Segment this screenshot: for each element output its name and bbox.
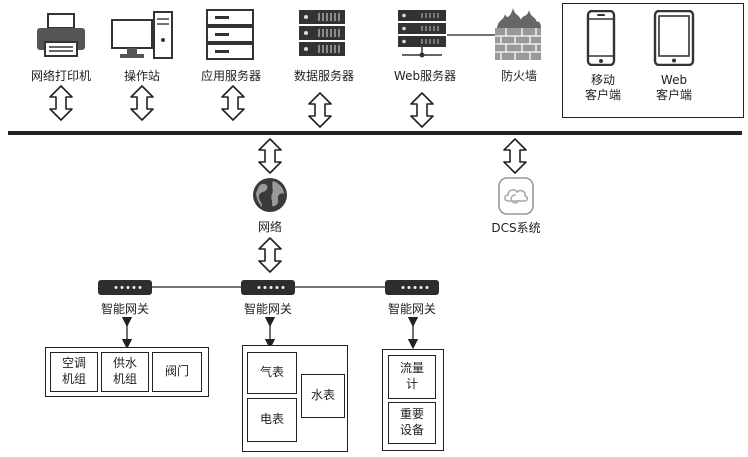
data-server-icon [299, 10, 345, 56]
right-gateway-label: 智能网关 [387, 302, 436, 316]
app-server-label: 应用服务器 [200, 69, 261, 83]
critical-equipment-cell: 重要 设备 [388, 402, 436, 444]
data-server-label: 数据服务器 [293, 69, 354, 83]
printer-arrow [49, 85, 73, 121]
firewall-label: 防火墙 [500, 69, 537, 83]
gas-meter-cell: 气表 [247, 352, 297, 394]
bus-dcs-arrow [503, 138, 527, 174]
middle-gateway-label: 智能网关 [243, 302, 292, 316]
right-device-group: 流量 计 重要 设备 [382, 349, 444, 451]
flow-meter-cell: 流量 计 [388, 355, 436, 399]
web-server-arrow [410, 92, 434, 128]
workstation-arrow [130, 85, 154, 121]
water-meter-cell: 水表 [301, 374, 345, 418]
left-gateway-icon [98, 280, 152, 295]
web-client-label: Web 客户端 [655, 73, 692, 102]
network-label: 网络 [257, 220, 282, 234]
mobile-client-label: 移动 客户端 [584, 73, 621, 102]
workstation-icon [111, 11, 173, 59]
app-server-icon [206, 9, 254, 60]
hvac-unit-cell: 空调 机组 [50, 352, 98, 392]
dcs-cloud-icon [498, 177, 534, 215]
bus-network-arrow [258, 138, 282, 174]
web-server-icon [398, 10, 446, 58]
electric-meter-cell: 电表 [247, 398, 297, 442]
left-gateway-label: 智能网关 [100, 302, 149, 316]
dcs-label: DCS系统 [491, 221, 541, 235]
middle-gateway-icon [241, 280, 295, 295]
left-device-group: 空调 机组 供水 机组 阀门 [45, 347, 209, 397]
middle-device-group: 气表 电表 水表 [242, 345, 348, 452]
mobile-phone-icon [586, 10, 616, 66]
printer-icon [37, 13, 85, 57]
firewall-icon [495, 8, 541, 60]
app-server-arrow [221, 85, 245, 121]
workstation-label: 操作站 [123, 69, 160, 83]
globe-icon [253, 178, 287, 212]
water-supply-cell: 供水 机组 [101, 352, 149, 392]
printer-label: 网络打印机 [30, 69, 91, 83]
data-server-arrow [308, 92, 332, 128]
tablet-icon [653, 10, 695, 66]
network-gateway-arrow [258, 237, 282, 273]
web-server-label: Web服务器 [393, 69, 457, 83]
valve-cell: 阀门 [152, 352, 202, 392]
right-gateway-icon [385, 280, 439, 295]
